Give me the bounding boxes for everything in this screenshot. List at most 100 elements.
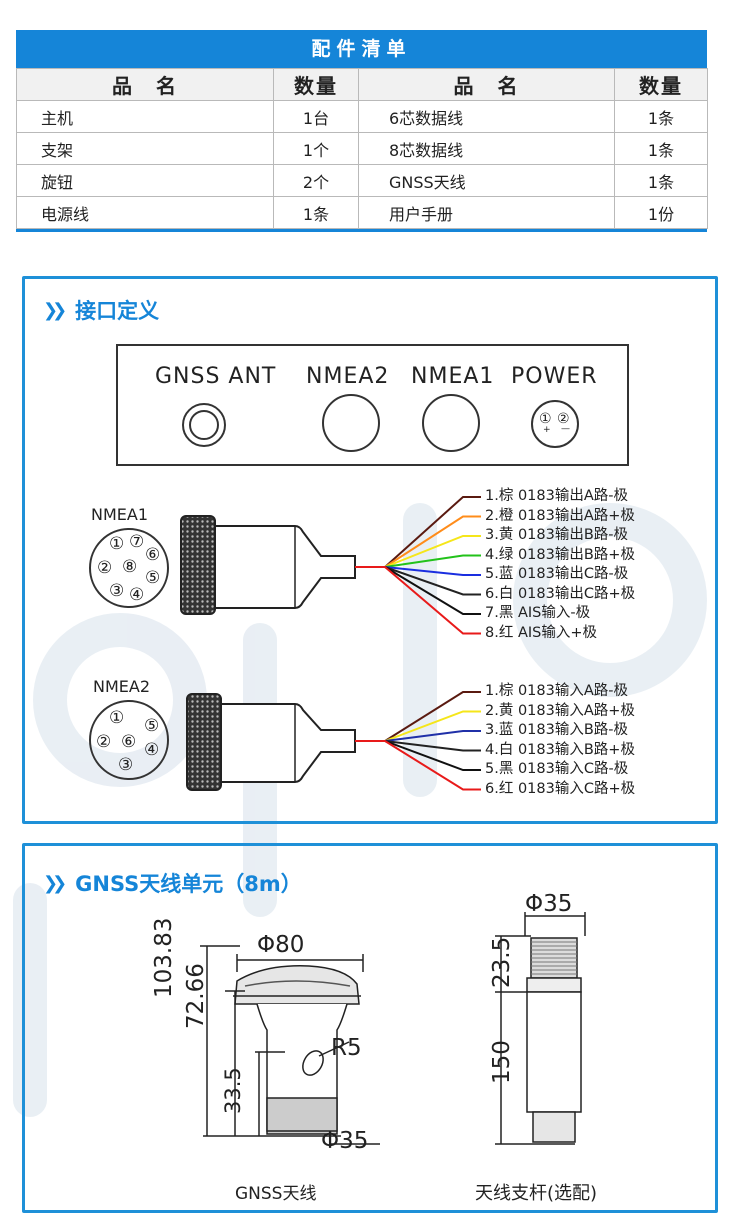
part-name: 6芯数据线 bbox=[358, 100, 615, 133]
nmea2-knurled-nut bbox=[186, 693, 222, 791]
col-header-name: 品 名 bbox=[16, 68, 274, 101]
pin-label: ⑦ bbox=[129, 532, 145, 552]
pin-label: ② bbox=[97, 558, 113, 578]
pin-label: ④ bbox=[129, 585, 145, 605]
part-qty: 1条 bbox=[614, 100, 708, 133]
pin-label: ④ bbox=[144, 740, 160, 760]
double-chevron-icon: ❯❯ bbox=[43, 299, 67, 321]
parts-table: 品 名 数量 品 名 数量 主机 1台 6芯数据线 1条 支架 1个 8芯数据线… bbox=[16, 68, 708, 229]
pin-label: ③ bbox=[118, 755, 134, 775]
wire-label: 4.绿 0183输出B路+极 bbox=[485, 546, 635, 563]
nmea1-knurled-nut bbox=[180, 515, 216, 615]
pole-caption: 天线支杆(选配) bbox=[475, 1183, 598, 1204]
wire-label: 6.红 0183输入C路+极 bbox=[485, 780, 636, 797]
part-qty: 2个 bbox=[273, 164, 359, 197]
port-label-gnss-ant: GNSS ANT bbox=[155, 364, 277, 389]
pole-foot bbox=[532, 1111, 576, 1143]
nmea1-port bbox=[422, 394, 480, 452]
wire-line bbox=[355, 566, 481, 635]
col-header-name: 品 名 bbox=[358, 68, 615, 101]
nmea1-cable-drawing bbox=[180, 496, 481, 635]
wire-label: 5.黑 0183输入C路-极 bbox=[485, 761, 629, 777]
pole-tube bbox=[526, 991, 582, 1113]
power-pin-1: ① bbox=[539, 411, 552, 427]
wire-line bbox=[355, 740, 481, 752]
nmea2-cable-drawing bbox=[186, 691, 481, 791]
wire-label: 7.黑 AIS输入-极 bbox=[485, 605, 591, 621]
parts-list-title: 配件清单 bbox=[16, 30, 707, 68]
parts-list: 配件清单 品 名 数量 品 名 数量 主机 1台 6芯数据线 1条 支架 1个 … bbox=[16, 30, 708, 232]
part-qty: 1条 bbox=[614, 132, 708, 165]
table-row: 主机 1台 6芯数据线 1条 bbox=[16, 100, 708, 133]
wire-label: 6.白 0183输出C路+极 bbox=[485, 585, 636, 602]
interface-section-header: ❯❯ 接口定义 bbox=[43, 295, 159, 325]
pole-dim-diameter-35: Φ35 bbox=[525, 891, 573, 917]
nmea1-connector-label: NMEA1 bbox=[91, 505, 149, 524]
table-row: 旋钮 2个 GNSS天线 1条 bbox=[16, 164, 708, 197]
port-label-nmea2: NMEA2 bbox=[306, 364, 390, 389]
nmea2-connector-body bbox=[220, 703, 356, 783]
pin-label: ① bbox=[109, 708, 125, 728]
gnss-antenna-section: ❯❯ GNSS天线单元（8m） bbox=[22, 843, 718, 1213]
gnss-section-title: GNSS天线单元（8m） bbox=[75, 872, 302, 896]
gnss-section-header: ❯❯ GNSS天线单元（8m） bbox=[43, 868, 302, 898]
part-name: 主机 bbox=[16, 100, 274, 133]
part-name: 8芯数据线 bbox=[358, 132, 615, 165]
wire-label: 8.红 AIS输入+极 bbox=[485, 624, 597, 641]
part-name: 旋钮 bbox=[16, 164, 274, 197]
pin-label: ⑤ bbox=[144, 716, 160, 736]
pin-label: ② bbox=[96, 732, 112, 752]
power-sign-minus: — bbox=[561, 424, 570, 434]
wire-label: 2.黄 0183输入A路+极 bbox=[485, 702, 635, 719]
antenna-pole-drawing bbox=[495, 912, 586, 1145]
dim-diameter-35: Φ35 bbox=[321, 1128, 369, 1154]
antenna-base bbox=[266, 1097, 338, 1135]
nmea2-pinout: ① ② ③ ④ ⑤ ⑥ bbox=[89, 700, 169, 780]
dim-radius-r5: R5 bbox=[331, 1035, 362, 1061]
pin-label: ③ bbox=[109, 581, 125, 601]
part-name: 电源线 bbox=[16, 196, 274, 229]
pin-label: ⑧ bbox=[122, 557, 138, 577]
port-label-nmea1: NMEA1 bbox=[411, 364, 495, 389]
table-row: 支架 1个 8芯数据线 1条 bbox=[16, 132, 708, 165]
wire-label: 5.蓝 0183输出C路-极 bbox=[485, 566, 629, 582]
nmea1-pinout: ① ② ③ ④ ⑤ ⑥ ⑦ ⑧ bbox=[89, 528, 169, 608]
part-qty: 1份 bbox=[614, 196, 708, 229]
part-name: 用户手册 bbox=[358, 196, 615, 229]
wire-line bbox=[355, 730, 481, 742]
dim-height-72-66: 72.66 bbox=[183, 963, 209, 1029]
interface-section: ❯❯ 接口定义 GNSS ANT NMEA2 NMEA1 POWER ① ② +… bbox=[22, 276, 718, 824]
double-chevron-icon: ❯❯ bbox=[43, 872, 67, 894]
wire-label: 1.棕 0183输入A路-极 bbox=[485, 683, 628, 699]
part-qty: 1条 bbox=[273, 196, 359, 229]
pin-label: ⑥ bbox=[145, 545, 161, 565]
wire-line bbox=[355, 691, 481, 742]
part-name: 支架 bbox=[16, 132, 274, 165]
power-pin-2: ② bbox=[557, 411, 570, 427]
part-name: GNSS天线 bbox=[358, 164, 615, 197]
wire-label: 3.蓝 0183输入B路-极 bbox=[485, 722, 629, 738]
nmea2-wire-fan bbox=[355, 691, 481, 791]
wire-label: 3.黄 0183输出B路-极 bbox=[485, 527, 629, 543]
wire-line bbox=[355, 566, 481, 576]
wire-line bbox=[355, 740, 481, 791]
nmea2-connector-label: NMEA2 bbox=[93, 677, 151, 696]
nmea2-port bbox=[322, 394, 380, 452]
nmea1-connector-body bbox=[214, 525, 356, 609]
gnss-antenna-drawing bbox=[200, 945, 380, 1145]
nmea2-wire-list: 1.棕 0183输入A路-极 2.黄 0183输入A路+极 3.蓝 0183输入… bbox=[485, 682, 635, 799]
wire-label: 2.橙 0183输出A路+极 bbox=[485, 507, 635, 524]
dim-height-33-5: 33.5 bbox=[221, 1067, 245, 1114]
pole-dim-23-5: 23.5 bbox=[489, 936, 515, 988]
col-header-qty: 数量 bbox=[273, 68, 359, 101]
nmea1-wire-list: 1.棕 0183输出A路-极 2.橙 0183输出A路+极 3.黄 0183输出… bbox=[485, 487, 635, 643]
antenna-cable-hole bbox=[302, 1050, 324, 1076]
wire-line bbox=[355, 515, 481, 568]
wire-line bbox=[355, 554, 481, 568]
wire-label: 1.棕 0183输出A路-极 bbox=[485, 488, 628, 504]
dim-diameter-80: Φ80 bbox=[257, 932, 305, 958]
antenna-caption: GNSS天线 bbox=[235, 1184, 317, 1204]
part-qty: 1个 bbox=[273, 132, 359, 165]
table-row: 电源线 1条 用户手册 1份 bbox=[16, 196, 708, 229]
col-header-qty: 数量 bbox=[614, 68, 708, 101]
